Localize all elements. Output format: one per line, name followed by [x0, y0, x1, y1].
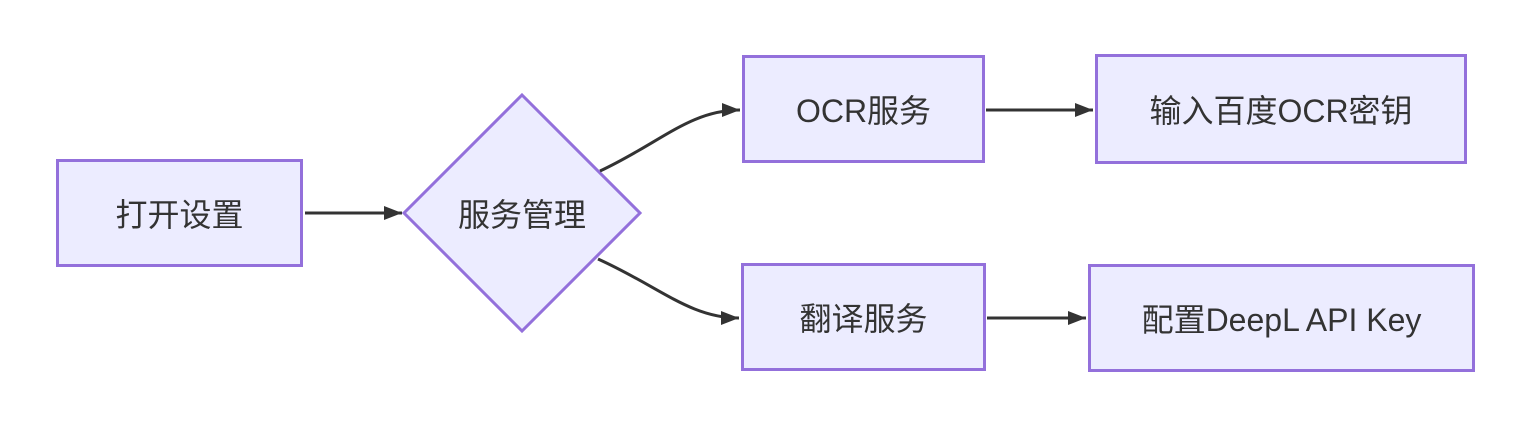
edge-service-management-to-ocr-service-arrow — [599, 103, 741, 173]
node-translate-service: 翻译服务 — [741, 263, 986, 371]
node-ocr-service: OCR服务 — [742, 55, 985, 163]
node-service-management-shape — [401, 92, 643, 334]
node-baidu-ocr-key: 输入百度OCR密钥 — [1095, 54, 1467, 164]
node-service-management-label: 服务管理 — [457, 197, 586, 233]
node-open-settings: 打开设置 — [56, 159, 303, 267]
node-service-management: 服务管理 — [422, 188, 622, 238]
edge-service-management-to-translate-service-arrow — [597, 257, 740, 325]
node-deepl-api-key-label: 配置DeepL API Key — [1141, 302, 1422, 338]
node-ocr-service-label: OCR服务 — [795, 93, 932, 129]
node-translate-service-label: 翻译服务 — [799, 301, 928, 337]
node-deepl-api-key: 配置DeepL API Key — [1088, 264, 1475, 372]
node-open-settings-label: 打开设置 — [115, 197, 244, 233]
node-baidu-ocr-key-label: 输入百度OCR密钥 — [1149, 93, 1413, 129]
